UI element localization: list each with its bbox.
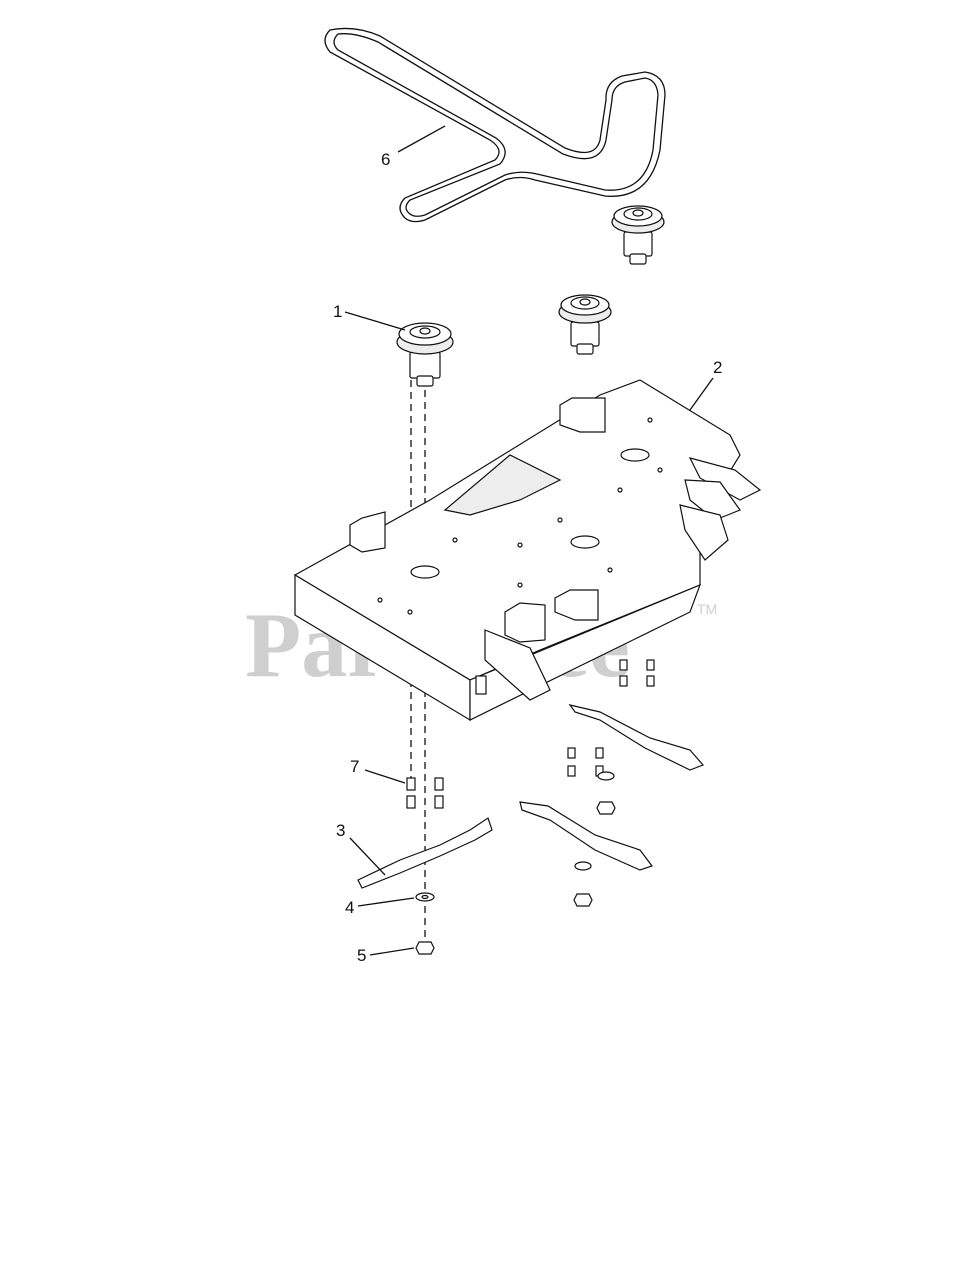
washer-right-upper-icon[interactable] [597,771,615,781]
mower-blade-right-upper-icon[interactable] [568,704,705,771]
callout-7[interactable]: 7 [350,757,359,776]
pulley-middle-icon[interactable] [558,294,612,355]
leader-6 [397,125,446,153]
leader-2 [689,377,714,411]
leader-1 [344,311,406,331]
washer-right-lower-icon[interactable] [574,861,592,871]
leader-3 [349,837,386,876]
leader-5 [369,947,415,956]
pulley-right-icon[interactable] [611,205,665,265]
mower-blade-right-lower-icon[interactable] [519,801,653,871]
leader-7 [364,769,406,784]
callout-2[interactable]: 2 [713,358,722,377]
mower-blade-icon[interactable] [357,817,493,889]
spindle-pulley-icon[interactable] [396,322,454,387]
bolt-icon[interactable] [406,777,444,809]
callout-3[interactable]: 3 [336,821,345,840]
nut-right-lower-icon[interactable] [573,893,593,907]
callout-6[interactable]: 6 [381,150,390,169]
callout-4[interactable]: 4 [345,898,354,917]
drive-belt-icon[interactable] [324,27,666,223]
callout-1[interactable]: 1 [333,302,342,321]
deck-housing-icon[interactable] [293,379,762,722]
callout-5[interactable]: 5 [357,946,366,965]
leader-4 [357,897,415,907]
bolt-group-right-icon[interactable] [567,659,655,777]
washer-icon[interactable] [415,892,435,902]
watermark-trademark: TM [697,601,717,617]
nut-right-upper-icon[interactable] [596,801,616,815]
nut-icon[interactable] [415,941,435,955]
